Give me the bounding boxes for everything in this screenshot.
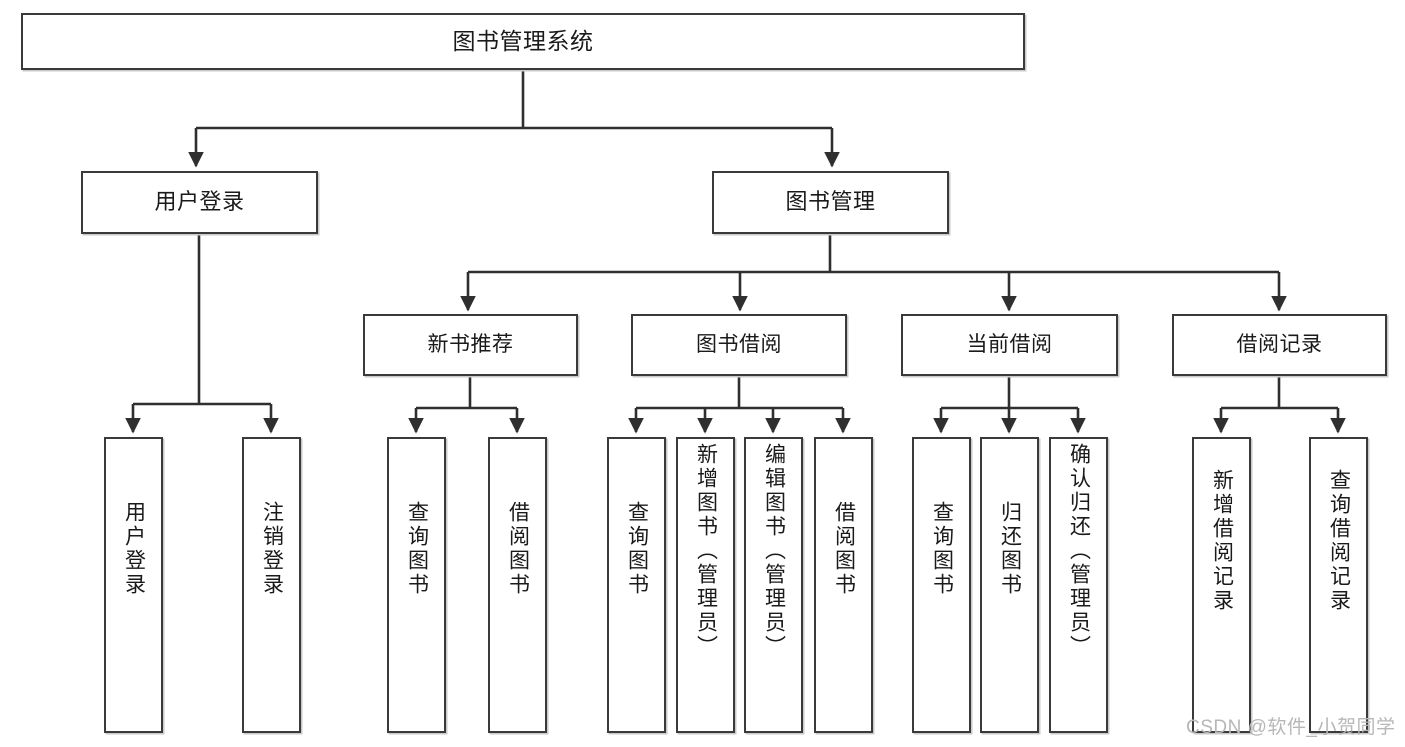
node-label: 归还图书 [998, 501, 1022, 597]
node-label: 借阅记录 [1236, 332, 1323, 356]
node-label: 查询图书 [930, 501, 954, 597]
node-label: 用户登录 [154, 189, 245, 215]
node-current-borrow[interactable]: 当前借阅 [901, 314, 1118, 376]
leaf-record-query-record[interactable]: 查询借阅记录 [1309, 437, 1368, 733]
node-new-book-recommend[interactable]: 新书推荐 [363, 314, 578, 376]
node-book-borrow[interactable]: 图书借阅 [631, 314, 847, 376]
node-label: 图书管理系统 [452, 27, 594, 54]
watermark: CSDN @软件_小贺同学 [1186, 717, 1396, 738]
leaf-recommend-borrow-book[interactable]: 借阅图书 [488, 437, 547, 733]
leaf-current-query-book[interactable]: 查询图书 [912, 437, 971, 733]
node-label: 注销登录 [260, 501, 284, 597]
node-label: 新增图书（管理员） [694, 443, 718, 659]
node-label: 用户登录 [122, 501, 146, 597]
node-borrow-record[interactable]: 借阅记录 [1172, 314, 1387, 376]
node-label: 确认归还（管理员） [1067, 443, 1091, 659]
node-label: 查询图书 [405, 501, 429, 597]
node-label: 新书推荐 [427, 332, 514, 356]
node-label: 新增借阅记录 [1210, 469, 1234, 613]
leaf-borrow-add-book-admin[interactable]: 新增图书（管理员） [676, 437, 735, 733]
node-label: 借阅图书 [832, 501, 856, 597]
node-label: 当前借阅 [966, 332, 1053, 356]
node-label: 查询图书 [625, 501, 649, 597]
leaf-borrow-borrow-book[interactable]: 借阅图书 [814, 437, 873, 733]
node-label: 图书借阅 [696, 332, 782, 356]
node-label: 借阅图书 [506, 501, 530, 597]
leaf-borrow-edit-book-admin[interactable]: 编辑图书（管理员） [744, 437, 803, 733]
node-root-system[interactable]: 图书管理系统 [21, 13, 1025, 70]
node-label: 编辑图书（管理员） [762, 443, 786, 659]
node-label: 查询借阅记录 [1327, 469, 1351, 613]
leaf-record-add-record[interactable]: 新增借阅记录 [1192, 437, 1251, 733]
node-label: 图书管理 [785, 189, 876, 215]
leaf-recommend-query-book[interactable]: 查询图书 [387, 437, 446, 733]
leaf-borrow-query-book[interactable]: 查询图书 [607, 437, 666, 733]
leaf-current-return-book[interactable]: 归还图书 [980, 437, 1039, 733]
leaf-user-login-login[interactable]: 用户登录 [104, 437, 163, 733]
leaf-user-login-logout[interactable]: 注销登录 [242, 437, 301, 733]
node-book-management[interactable]: 图书管理 [712, 171, 949, 234]
leaf-current-confirm-return-admin[interactable]: 确认归还（管理员） [1049, 437, 1108, 733]
node-user-login[interactable]: 用户登录 [81, 171, 318, 234]
